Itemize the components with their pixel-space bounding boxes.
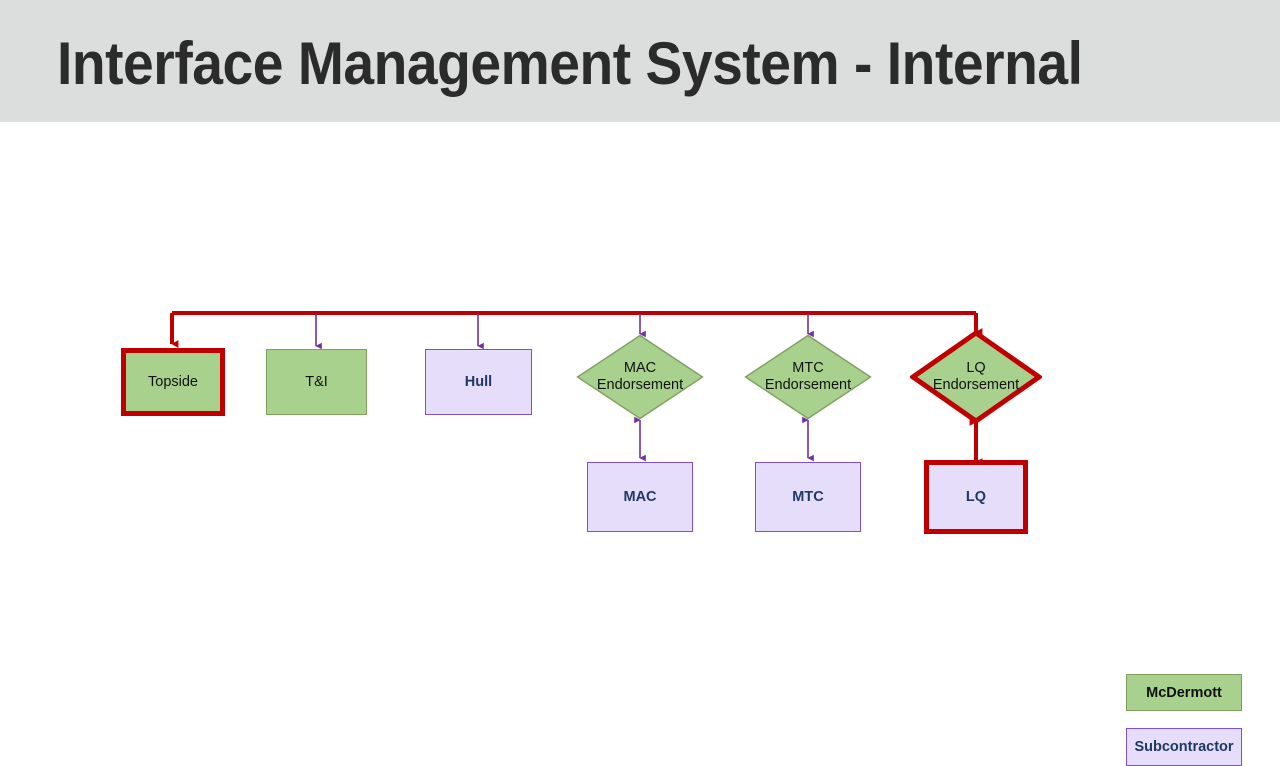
- node-mtc-endorsement[interactable]: MTC Endorsement: [744, 334, 872, 420]
- node-mac-label: MAC: [623, 489, 657, 505]
- lq-endorsement-shape: [910, 330, 1042, 424]
- node-mtc[interactable]: MTC: [755, 462, 861, 532]
- node-ti[interactable]: T&I: [266, 349, 367, 415]
- node-lq-label: LQ: [965, 489, 987, 505]
- node-topside-label: Topside: [148, 374, 198, 390]
- legend-item-mcdermott: McDermott: [1126, 674, 1242, 711]
- connector-layer: [170, 311, 983, 466]
- legend-item-subcontractor: Subcontractor: [1126, 728, 1242, 766]
- diagram-canvas: Topside T&I Hull MAC Endorsement MTC End…: [0, 122, 1280, 766]
- node-mtc-label: MTC: [792, 489, 824, 505]
- node-hull[interactable]: Hull: [425, 349, 532, 415]
- mac-endorsement-shape: [576, 334, 704, 420]
- legend-subcontractor-label: Subcontractor: [1134, 739, 1234, 755]
- node-topside[interactable]: Topside: [121, 348, 225, 416]
- node-mac-endorsement[interactable]: MAC Endorsement: [576, 334, 704, 420]
- page-title: Interface Management System - Internal: [57, 30, 1083, 97]
- node-lq[interactable]: LQ: [924, 460, 1028, 534]
- header-bar: Interface Management System - Internal: [0, 0, 1280, 122]
- node-lq-endorsement[interactable]: LQ Endorsement: [910, 330, 1042, 424]
- node-ti-label: T&I: [305, 374, 328, 390]
- mtc-endorsement-shape: [744, 334, 872, 420]
- node-hull-label: Hull: [464, 374, 493, 390]
- node-mac[interactable]: MAC: [587, 462, 693, 532]
- legend-mcdermott-label: McDermott: [1146, 684, 1222, 701]
